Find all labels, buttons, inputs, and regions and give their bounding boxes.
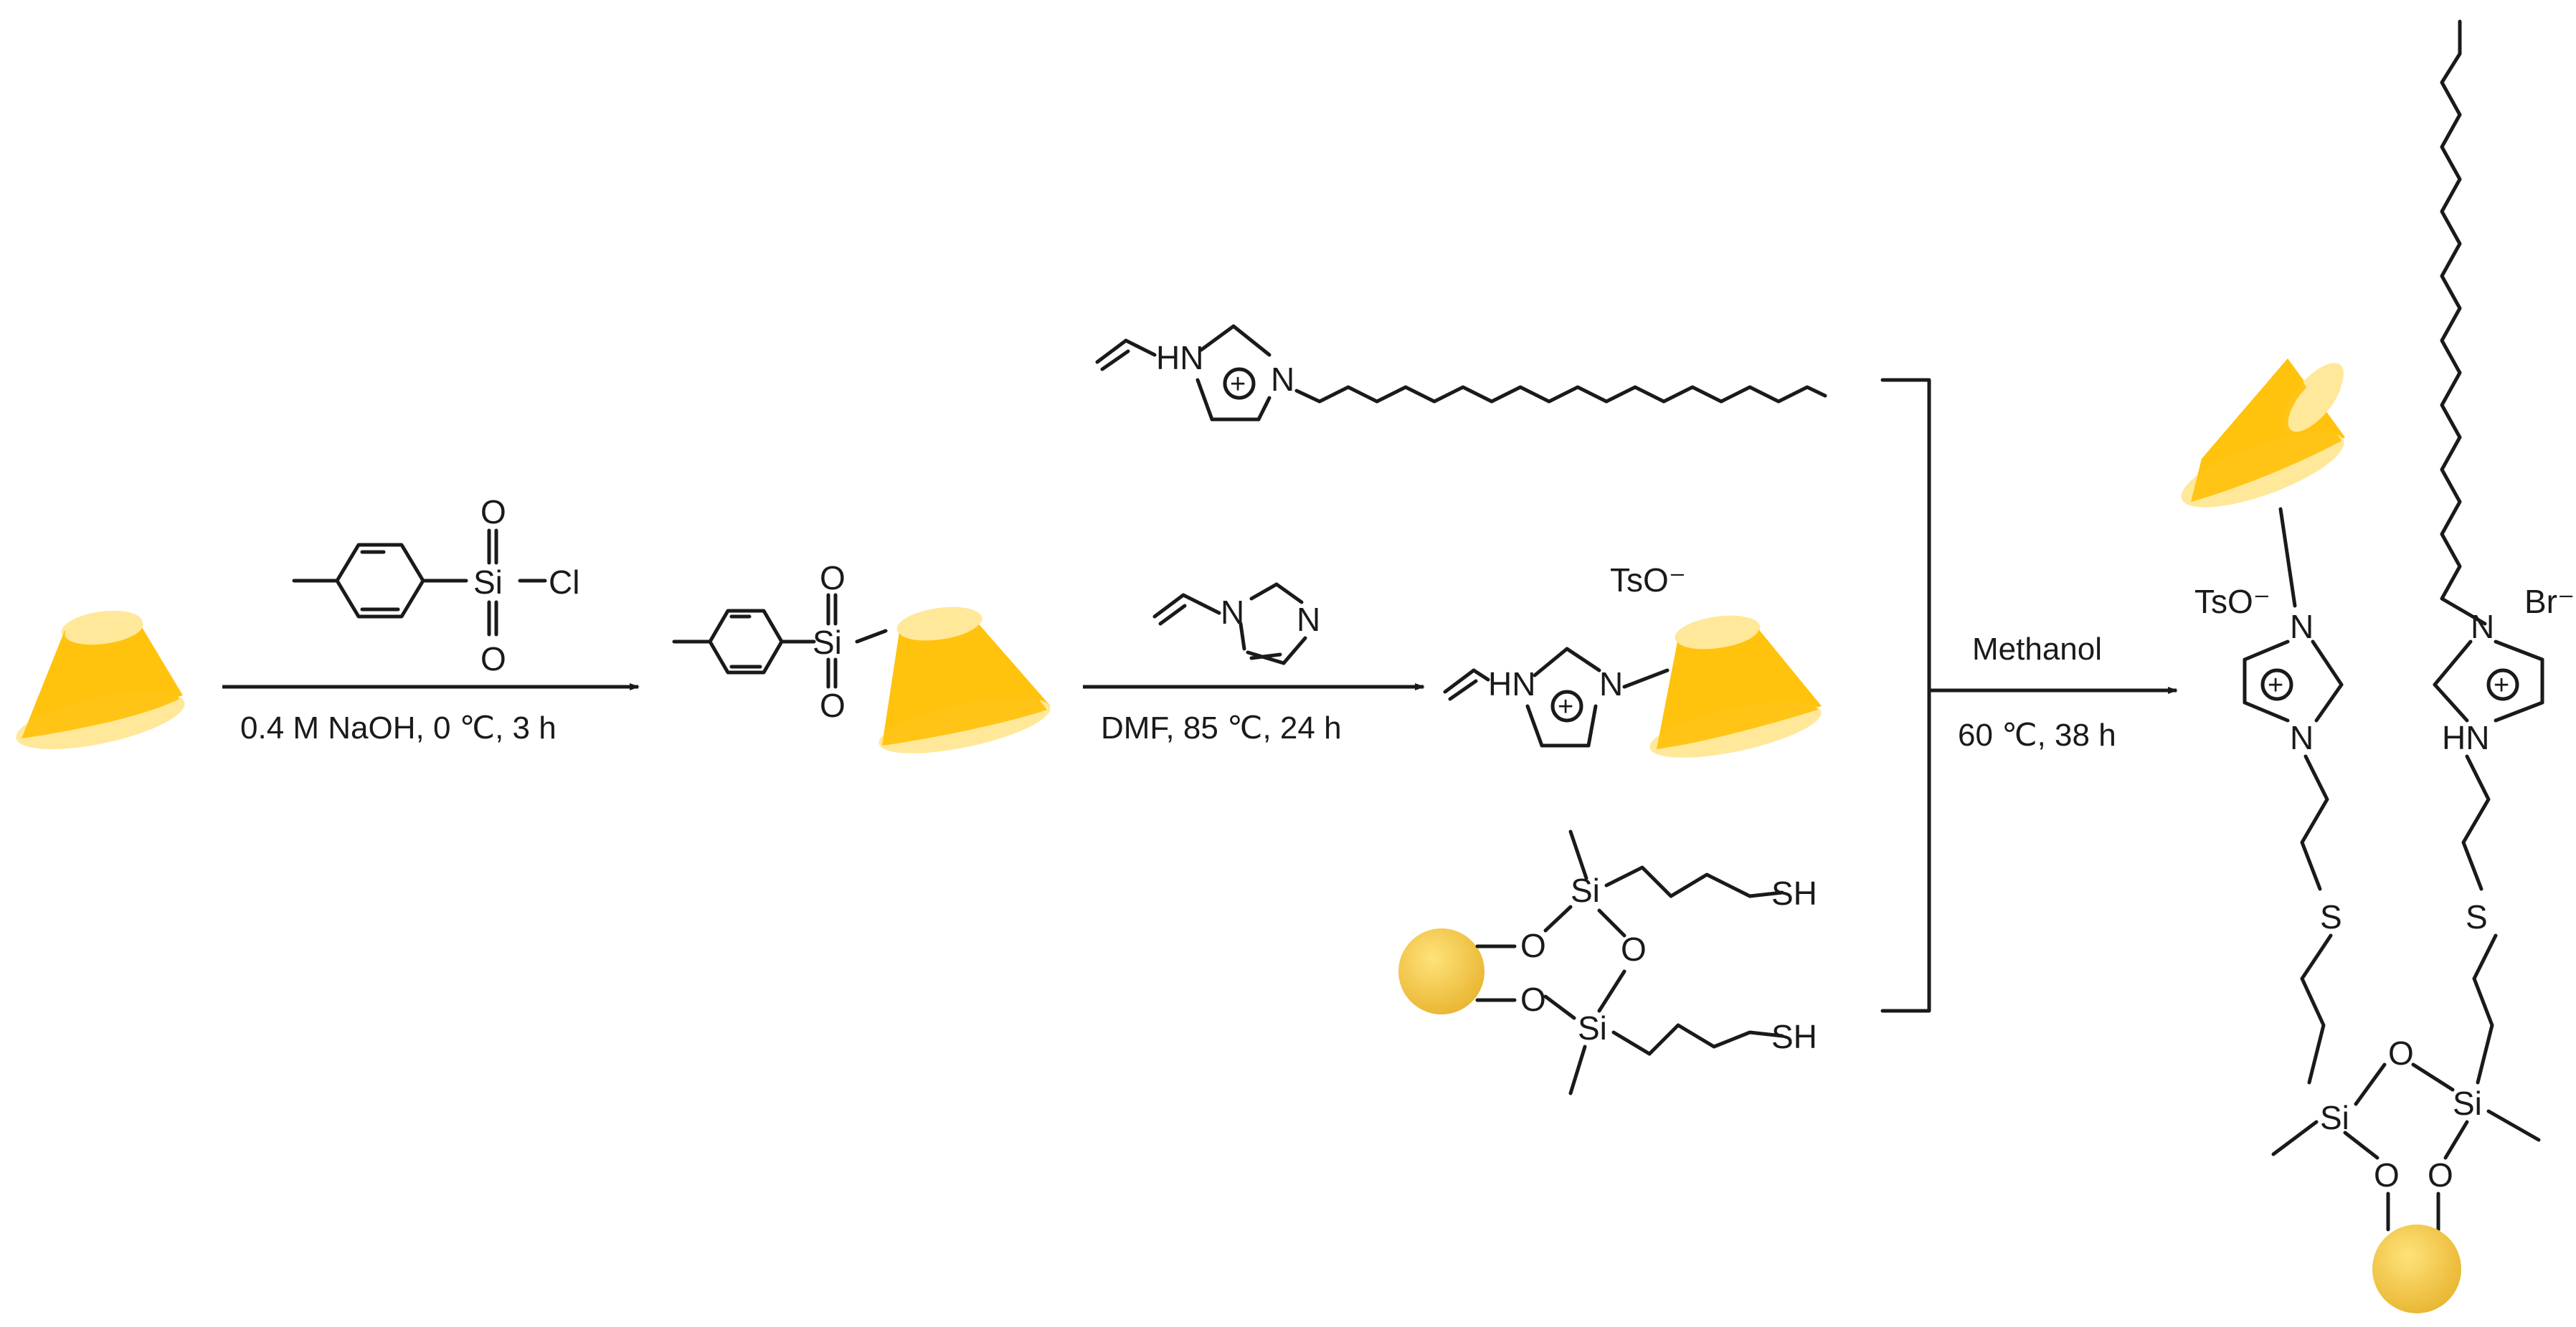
thiol-label-bottom: SH	[1771, 1018, 1817, 1055]
silica-particle-reactant	[1398, 928, 1484, 1014]
tosyl-chloride-reagent: O O Si Cl	[292, 493, 579, 677]
product-left-atom-s: S	[2320, 898, 2342, 936]
silica-atom-si2: Si	[1578, 1009, 1607, 1047]
product-right-atom-hn: HN	[2442, 719, 2489, 756]
reagent-atom-o-bottom: O	[480, 640, 506, 677]
silica-atom-o1: O	[1520, 927, 1546, 964]
reagent-atom-o-top: O	[480, 493, 506, 531]
vinylimidazole-atom-n1: N	[1221, 594, 1244, 631]
int2-charge: +	[1558, 692, 1573, 722]
int1-atom-o-bottom: O	[820, 687, 846, 724]
silica-atom-o3: O	[1621, 931, 1647, 968]
product-right-atom-n: N	[2471, 608, 2494, 645]
product-left-counterion: TsO⁻	[2194, 583, 2270, 620]
int2-counterion: TsO⁻	[1610, 561, 1686, 599]
product-left-atom-n1: N	[2290, 608, 2314, 645]
vinylimidazole-reagent: N N	[1152, 582, 1320, 665]
product-atom-o-top: O	[2388, 1035, 2414, 1072]
int2-atom-n: N	[1599, 665, 1623, 703]
step2-conditions: DMF, 85 ℃, 24 h	[1101, 710, 1342, 746]
imidazolium-cyclodextrin: TsO⁻ HN N +	[1443, 561, 1822, 758]
product-atom-o-right: O	[2428, 1156, 2453, 1194]
vinylimidazole-atom-n3: N	[1297, 601, 1320, 638]
silica-particle-product	[2372, 1224, 2461, 1313]
int2-atom-hn: HN	[1488, 665, 1535, 703]
alkyl-imidazolium-reactant: HN N +	[1095, 324, 1827, 422]
reagent-atom-cl: Cl	[549, 563, 579, 601]
step3-reagent: Methanol	[1972, 632, 2102, 667]
thiol-label-top: SH	[1771, 875, 1817, 912]
top-atom-n: N	[1271, 361, 1294, 398]
reagent-atom-si: Si	[473, 563, 503, 601]
step1-conditions: 0.4 M NaOH, 0 ℃, 3 h	[240, 710, 557, 746]
product-left-charge: +	[2268, 670, 2283, 700]
product-assembly: TsO⁻ N + N S Br⁻ N + HN S Si Si O O O	[2181, 19, 2575, 1313]
product-left-atom-n2: N	[2290, 719, 2314, 756]
cyclodextrin-product	[2181, 358, 2345, 508]
cyclodextrin-int1	[879, 607, 1051, 753]
int1-atom-si: Si	[813, 624, 842, 661]
product-atom-o-left: O	[2374, 1156, 2400, 1194]
product-atom-si-right: Si	[2453, 1085, 2482, 1122]
product-right-charge: +	[2494, 670, 2509, 700]
reactant-bracket	[1880, 378, 1931, 1013]
cyclodextrin-int2	[1649, 615, 1822, 758]
step3-conditions: 60 ℃, 38 h	[1958, 718, 2116, 753]
top-charge: +	[1230, 369, 1246, 399]
cyclodextrin-start	[16, 610, 185, 750]
top-atom-hn: HN	[1156, 339, 1203, 376]
tosylated-cyclodextrin: O O Si	[672, 559, 1051, 753]
product-right-atom-s: S	[2466, 898, 2488, 936]
thiol-silica-reactant: O O Si Si O O SH SH	[1398, 829, 1817, 1095]
product-right-counterion: Br⁻	[2524, 583, 2575, 620]
int1-atom-o-top: O	[820, 559, 846, 596]
product-atom-si-left: Si	[2320, 1099, 2349, 1136]
silica-atom-o2: O	[1520, 981, 1546, 1018]
